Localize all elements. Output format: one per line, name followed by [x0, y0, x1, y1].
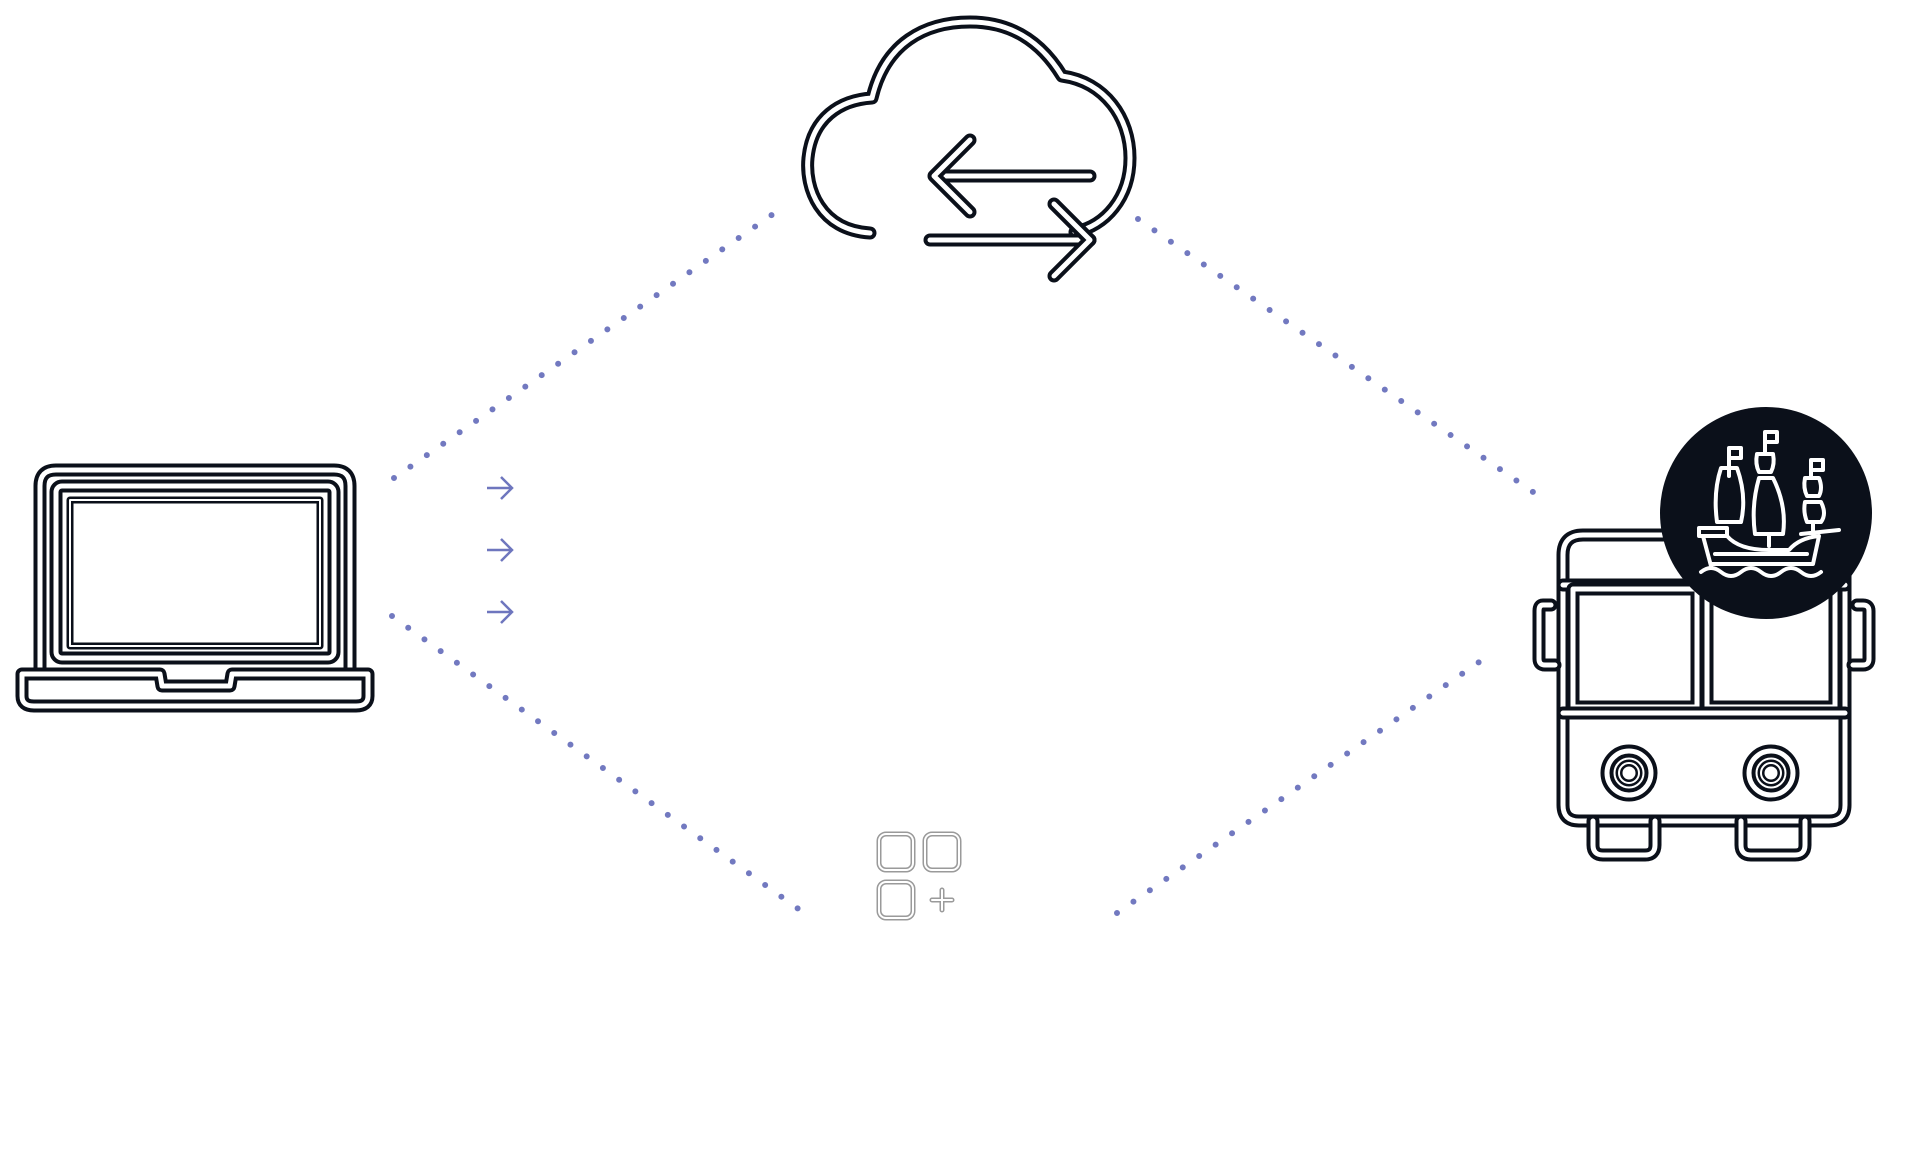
flow-arrow-1	[486, 476, 514, 500]
laptop-icon	[15, 463, 375, 713]
connector-apps-bus	[1114, 648, 1498, 916]
sailing-ship-icon	[1660, 407, 1872, 619]
flow-arrow-3	[486, 600, 514, 624]
cloud-sync-icon	[801, 15, 1137, 283]
arrow-right-icon	[487, 476, 514, 500]
connector-laptop-cloud	[391, 209, 779, 481]
add-apps-icon	[876, 831, 962, 921]
connector-cloud-bus	[1135, 216, 1549, 504]
connector-laptop-apps	[389, 613, 807, 916]
apps-node[interactable]	[876, 830, 964, 922]
arrow-right-icon	[487, 600, 514, 624]
laptop-node	[12, 460, 378, 716]
cloud-node	[800, 15, 1142, 283]
flow-arrow-2	[486, 538, 514, 562]
arrow-right-icon	[487, 538, 514, 562]
ship-badge[interactable]	[1659, 406, 1873, 620]
